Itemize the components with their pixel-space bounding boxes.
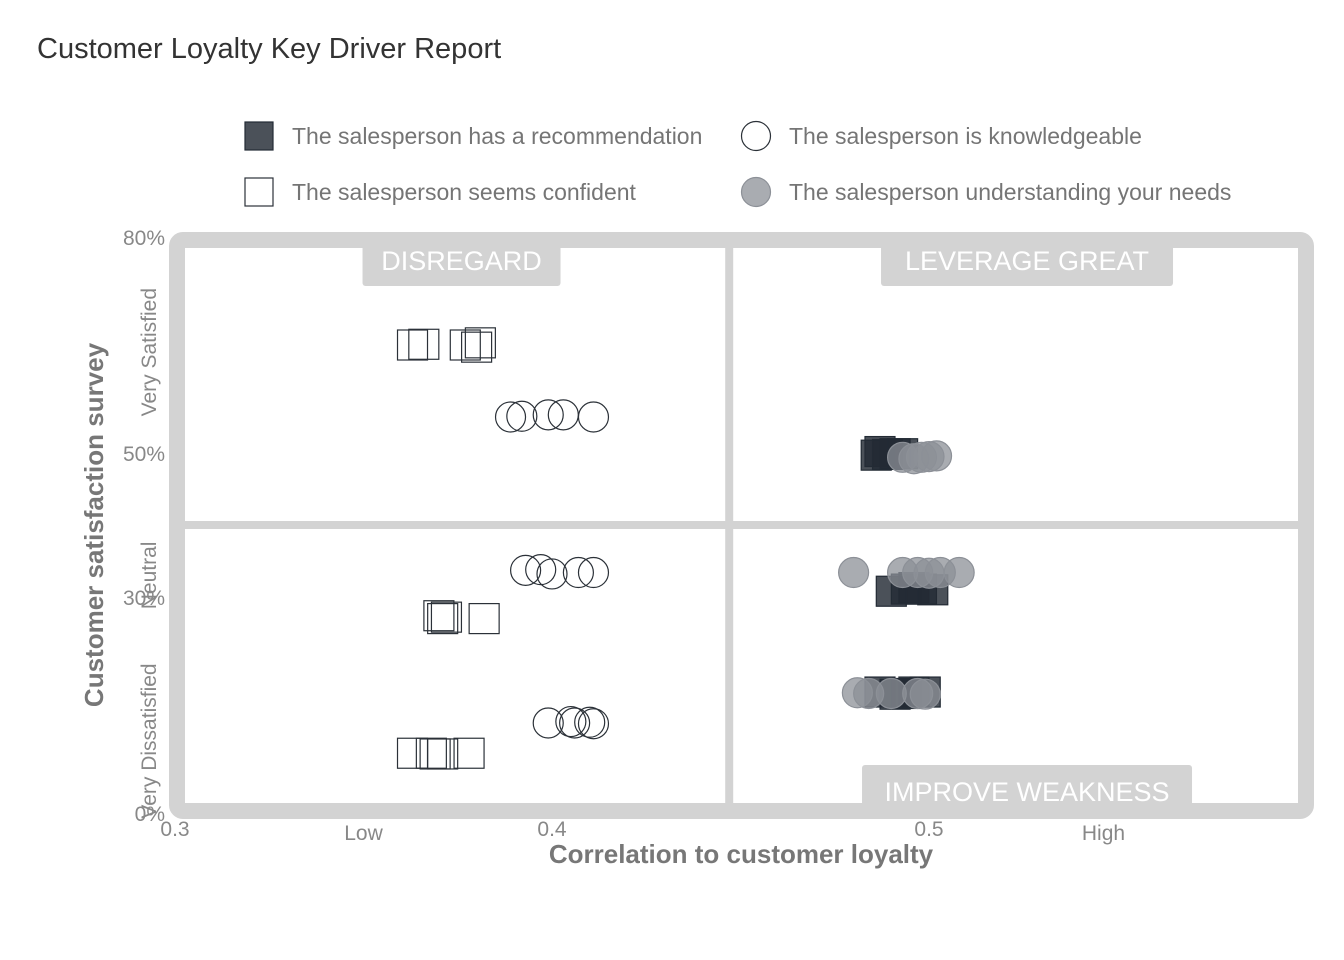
series-4 [837,440,975,710]
x-tick-label: 0.4 [537,818,567,841]
quadrant-label-box [862,765,1193,811]
point-2-5 [577,401,610,433]
legend-item: The salesperson is knowledgeable [740,120,1142,152]
legend-item: The salesperson has a recommendation [244,121,702,151]
point-3-10 [396,737,429,769]
point-3-2 [408,328,440,360]
point-2-6 [510,554,542,586]
point-2-14 [574,706,606,738]
legend-label: The salesperson has a recommendation [292,123,702,149]
x-tick-label: 0.5 [914,818,943,841]
legend-item: The salesperson seems confident [244,177,637,207]
point-3-6 [423,600,455,632]
point-3-4 [461,331,493,363]
legend-circle-icon [740,176,772,208]
legend-square-icon [244,177,274,207]
point-3-11 [415,737,447,769]
point-2-13 [559,707,591,739]
point-3-8 [430,601,463,633]
quadrant-labels: DISREGARD LEVERAGE GREAT IMPROVE WEAKNESS [362,240,1193,811]
point-3-7 [427,602,459,635]
y-category-label: Neutral [138,542,161,610]
point-2-15 [577,708,610,740]
point-2-8 [536,558,568,590]
point-3-14 [453,737,485,769]
point-3-13 [427,738,459,770]
quadrant-label: DISREGARD [381,246,542,276]
page-title: Customer Loyalty Key Driver Report [37,33,502,65]
legend-label: The salesperson understanding your needs [789,179,1231,205]
point-4-5 [920,440,953,472]
point-4-16 [909,678,941,710]
legend-square-icon [244,121,274,151]
point-2-1 [494,401,527,433]
data-points [396,327,975,770]
quadrant-label-box [881,240,1174,286]
point-2-2 [506,400,538,432]
y-tick-label: 0% [135,803,165,826]
y-category-label: Very Satisfied [138,288,161,416]
plot-frame [169,232,1314,819]
y-tick-label: 50% [123,443,165,466]
y-tick-label: 30% [123,587,165,610]
quadrant-label-box [362,240,561,286]
point-3-9 [468,602,500,635]
point-2-12 [555,705,587,738]
point-4-14 [875,677,907,710]
legend-label: The salesperson seems confident [292,179,637,205]
x-category-label: Low [344,822,383,845]
legend-item: The salesperson understanding your needs [740,176,1231,208]
series-2 [494,399,610,740]
legend: The salesperson has a recommendationThe … [244,120,1231,208]
quadrant-label: IMPROVE WEAKNESS [884,777,1169,807]
x-tick-label: 0.3 [160,818,189,841]
point-3-12 [419,738,451,770]
x-axis-title: Correlation to customer loyalty [549,839,934,869]
point-2-9 [562,556,594,589]
y-axis-title: Customer satisfaction survey [79,342,109,707]
point-2-3 [532,399,564,431]
point-2-10 [577,556,610,589]
y-tick-label: 80% [123,227,165,250]
quadrant-label: LEVERAGE GREAT [905,246,1149,276]
legend-label: The salesperson is knowledgeable [789,123,1142,149]
y-category-label: Very Dissatisfied [138,663,161,818]
series-3 [396,327,500,770]
point-4-6 [837,556,870,589]
x-category-label: High [1082,822,1125,845]
point-3-1 [396,329,429,361]
axes: 0.3 0.4 0.5 Low High 0% 30% 50% 80% Very Dissatis… [79,227,1125,869]
legend-circle-icon [740,120,772,152]
point-3-5 [464,327,496,359]
point-4-11 [943,556,975,589]
point-2-11 [532,707,564,739]
